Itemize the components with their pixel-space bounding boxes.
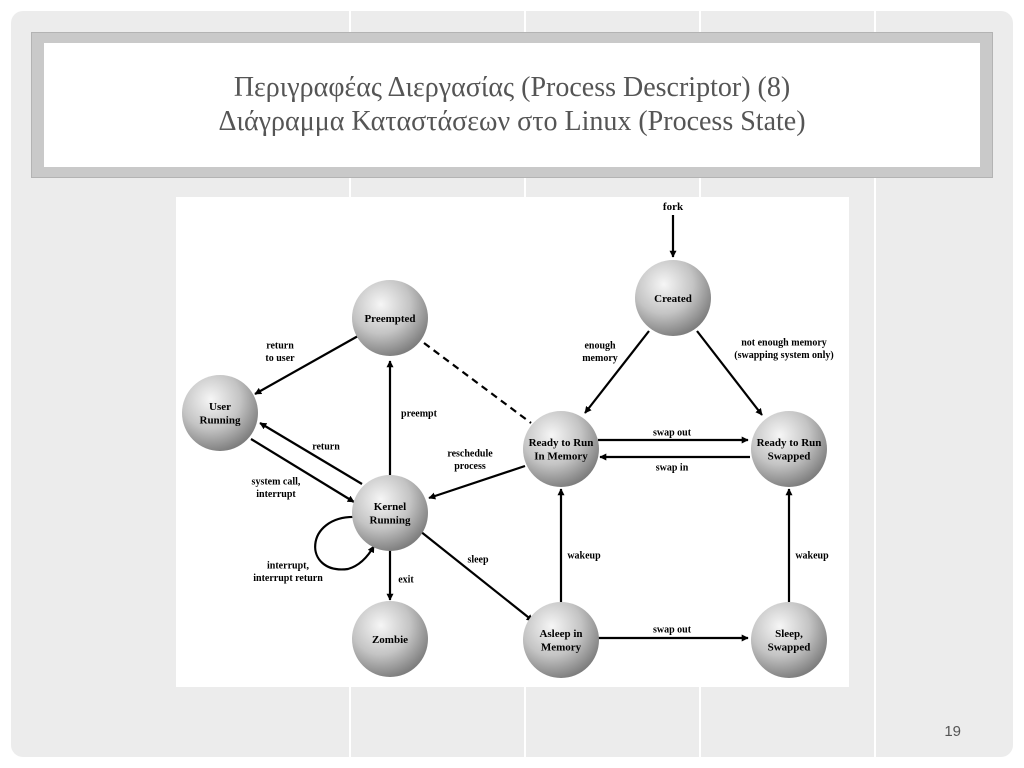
node-preempted: Preempted [352, 280, 428, 356]
node-sleep-swapped-label: Sleep,Swapped [768, 628, 811, 654]
label-sleep: sleep [467, 555, 489, 566]
edge-preempted-dashed [423, 342, 532, 424]
edge-enough-memory [584, 330, 650, 414]
slide-title-line-1: Περιγραφέας Διεργασίας (Process Descript… [233, 72, 791, 103]
node-user-running-circle [182, 375, 258, 451]
label-not-enough-memory: not enough memory(swapping system only) [734, 337, 833, 361]
page-number: 19 [944, 723, 961, 740]
title-box: Περιγραφέας Διεργασίας (Process Descript… [44, 43, 980, 167]
label-preempt: preempt [401, 409, 438, 420]
title-frame: Περιγραφέας Διεργασίας (Process Descript… [31, 32, 993, 178]
edge-sleep [419, 530, 534, 622]
node-sleep-swapped: Sleep,Swapped [751, 602, 827, 678]
label-return: return [312, 442, 340, 453]
node-zombie-circle [352, 601, 428, 677]
node-sleep-swapped-circle [751, 602, 827, 678]
node-preempted-label: Preempted [364, 313, 415, 325]
node-created-label: Created [654, 293, 692, 305]
node-created: Created [635, 260, 711, 336]
label-fork: fork [663, 201, 684, 213]
node-kernel-running-circle [352, 475, 428, 551]
label-wakeup-right: wakeup [795, 551, 829, 562]
node-created-circle [635, 260, 711, 336]
label-swap-out-bottom: swap out [653, 625, 692, 636]
edge-return-to-user [254, 335, 359, 395]
edge-return [259, 422, 363, 485]
label-system-call: system call,interrupt [252, 476, 301, 500]
edge-system-call [250, 438, 355, 503]
label-interrupt-return: interrupt,interrupt return [253, 560, 323, 584]
label-swap-in: swap in [656, 463, 689, 474]
label-swap-out-top: swap out [653, 428, 692, 439]
label-exit: exit [398, 575, 414, 586]
edge-reschedule [428, 464, 526, 500]
node-ready-in-memory-circle [523, 411, 599, 487]
label-wakeup-left: wakeup [567, 551, 601, 562]
node-ready-swapped-circle [751, 411, 827, 487]
edge-interrupt-loop [314, 515, 375, 571]
node-asleep-in-memory-circle [523, 602, 599, 678]
node-zombie-label: Zombie [372, 634, 408, 646]
background-stripe [874, 11, 876, 757]
node-preempted-circle [352, 280, 428, 356]
slide: Περιγραφέας Διεργασίας (Process Descript… [11, 11, 1013, 757]
slide-title-line-2: Διάγραμμα Καταστάσεων στο Linux (Process… [218, 106, 806, 137]
node-zombie: Zombie [352, 601, 428, 677]
edge-not-enough-memory [696, 330, 763, 416]
